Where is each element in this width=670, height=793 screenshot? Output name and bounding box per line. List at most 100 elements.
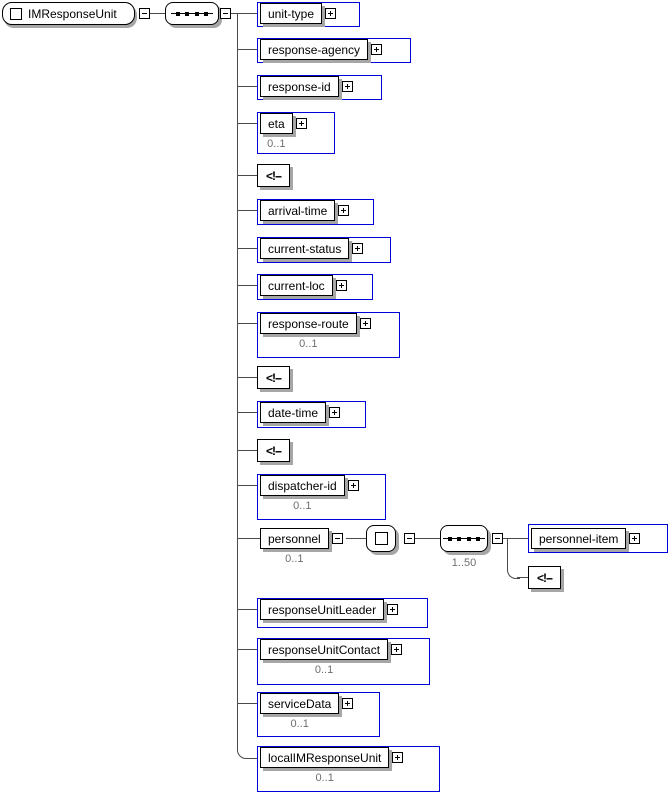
element-dispatcher-id[interactable]: dispatcher-id 0..1 [257,474,386,520]
element-name-box: date-time [260,402,327,423]
connector-line [237,86,257,87]
element-name-box: localIMResponseUnit [260,747,390,768]
connector-line [150,13,165,14]
element-name-box: personnel-item [531,528,627,549]
element-current-loc[interactable]: current-loc [257,274,373,300]
connector-line [237,412,257,413]
element-name-box: response-route [260,313,357,334]
element-response-agency[interactable]: response-agency [257,38,411,63]
connector-line [503,538,528,539]
expand-icon[interactable] [295,118,307,129]
expand-icon[interactable] [359,318,371,329]
element-name-box: current-status [260,238,350,259]
connector-line [231,13,238,14]
connector-curve [507,565,520,579]
element-name-box: current-loc [260,275,333,296]
occurrence-label: 0..1 [290,718,309,730]
element-response-id[interactable]: response-id [257,75,382,100]
element-name-box: eta [260,113,293,134]
element-personnel[interactable]: personnel 0..1 [260,528,343,565]
element-name-box: responseUnitLeader [260,599,385,620]
element-unit-type[interactable]: unit-type [257,2,360,27]
occurrence-label: 0..1 [299,338,318,350]
comment-icon: <!-- [266,168,282,183]
occurrence-label: 0..1 [314,664,334,676]
expand-icon[interactable] [371,44,383,55]
comment-icon: <!-- [537,570,553,585]
element-response-route[interactable]: response-route 0..1 [257,312,400,358]
connector-line [237,248,257,249]
element-name-box: arrival-time [260,200,336,221]
element-localIMResponseUnit[interactable]: localIMResponseUnit 0..1 [257,746,440,792]
connector-line [237,538,260,539]
comment-icon: <!-- [266,443,282,458]
element-name-box: serviceData [260,693,340,714]
comment-node[interactable]: <!-- [257,164,290,187]
expand-icon[interactable] [341,81,353,92]
expand-icon[interactable] [325,8,337,19]
element-responseUnitLeader[interactable]: responseUnitLeader [257,598,428,628]
expand-icon[interactable] [387,604,399,615]
collapse-icon[interactable] [492,533,503,544]
collapse-icon[interactable] [331,533,343,544]
sequence-compositor[interactable] [165,2,219,25]
connector-line [237,175,257,176]
connector-line [237,13,257,14]
connector-line [346,538,368,539]
connector-line [237,450,257,451]
element-date-time[interactable]: date-time [257,401,366,428]
element-arrival-time[interactable]: arrival-time [257,199,374,225]
occurrence-label: 1..50 [451,557,477,569]
connector-line [237,285,257,286]
expand-icon[interactable] [352,243,364,254]
element-responseUnitContact[interactable]: responseUnitContact 0..1 [257,638,430,685]
comment-node[interactable]: <!-- [257,366,290,389]
expand-icon[interactable] [342,698,354,709]
collapse-icon[interactable] [404,533,415,544]
occurrence-label: 0..1 [293,500,312,512]
connector-line [237,609,257,610]
element-current-status[interactable]: current-status [257,237,391,263]
element-icon [10,7,22,20]
element-name-box: response-id [260,76,339,97]
expand-icon[interactable] [329,407,341,418]
element-personnel-item[interactable]: personnel-item [528,524,668,553]
connector-line [507,538,508,565]
expand-icon[interactable] [629,533,641,544]
occurrence-label: 0..1 [315,772,334,784]
connector-line [237,377,257,378]
element-name-box: dispatcher-id [260,475,345,496]
comment-node[interactable]: <!-- [528,566,561,589]
connector-line [237,485,257,486]
sequence-compositor[interactable] [440,525,488,552]
expand-icon[interactable] [338,205,350,216]
element-name-box: unit-type [260,3,323,24]
connector-line [237,323,257,324]
connector-line [237,703,257,704]
complex-type-icon [374,532,388,545]
expand-icon[interactable] [391,644,403,655]
element-serviceData[interactable]: serviceData 0..1 [257,692,380,737]
tree-trunk-line [237,13,238,749]
comment-node[interactable]: <!-- [257,439,290,462]
tree-trunk-curve [237,748,258,759]
sequence-icon [171,10,213,18]
expand-icon[interactable] [335,280,347,291]
element-eta[interactable]: eta 0..1 [257,112,335,154]
connector-line [237,210,257,211]
element-name-box: personnel [260,528,329,549]
collapse-icon[interactable] [139,8,150,19]
collapse-icon[interactable] [220,8,231,19]
connector-line [237,49,257,50]
connector-line [517,577,528,578]
element-name-box: responseUnitContact [260,639,389,660]
anonymous-type-compositor[interactable] [366,525,396,552]
sequence-icon [443,535,485,543]
root-element-label: IMResponseUnit [28,6,117,21]
expand-icon[interactable] [347,480,359,491]
occurrence-label: 0..1 [285,553,304,565]
element-name-box: response-agency [260,39,369,60]
root-element-IMResponseUnit[interactable]: IMResponseUnit [2,2,135,25]
connector-line [415,538,440,539]
expand-icon[interactable] [392,752,404,763]
